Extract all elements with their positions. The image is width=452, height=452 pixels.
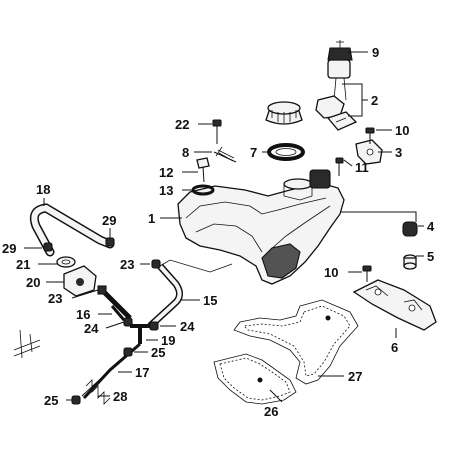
screw-10-lower [362,265,372,282]
callout-25-lower: 25 [44,393,58,408]
callout-17: 17 [135,365,149,380]
tee-fitting-19 [130,321,159,344]
callout-12: 12 [159,165,173,180]
vent-hose-18 [29,203,115,257]
collar-5 [403,254,417,270]
callout-16: 16 [76,307,90,322]
callout-11: 11 [355,160,369,175]
tank-bracket-6 [352,279,437,331]
callout-10-lower: 10 [324,265,338,280]
clamp-29-left [43,242,53,252]
callout-19: 19 [161,333,175,348]
cap-gasket-ring [267,143,305,161]
fuel-cap [265,101,303,125]
callout-3: 3 [395,145,402,160]
callout-7: 7 [250,145,257,160]
callout-22: 22 [175,117,189,132]
callout-15: 15 [203,293,217,308]
callout-9: 9 [372,45,379,60]
fuel-hose-23 [97,285,132,320]
callout-2: 2 [371,93,378,108]
heat-shield-26 [213,353,297,405]
callout-28: 28 [113,389,127,404]
bracket-3 [355,139,383,165]
callout-13: 13 [159,183,173,198]
callout-23-left: 23 [48,291,62,306]
callout-24-left: 24 [84,321,99,336]
callout-24-right: 24 [180,319,195,334]
callout-29-right: 29 [102,213,116,228]
callout-5: 5 [427,249,434,264]
rollover-valve-20 [63,265,97,297]
heat-shield-27 [233,299,359,385]
callout-27: 27 [348,369,362,384]
callout-21: 21 [16,257,30,272]
callout-10-upper: 10 [395,123,409,138]
fuel-hose-16 [110,305,126,321]
screw-10-upper [365,127,375,144]
bolt-11 [335,157,344,176]
callout-18: 18 [36,182,50,197]
callout-29-left: 29 [2,241,16,256]
spring-28 [81,369,111,405]
clip-21 [56,256,76,268]
callout-8: 8 [182,145,189,160]
leader-lines [24,51,424,403]
clamp-23-upper [151,259,161,269]
callout-4: 4 [427,219,435,234]
callout-23-upper: 23 [120,257,134,272]
bolt-8 [213,146,237,163]
clamp-25-lower [71,395,81,405]
callout-20: 20 [26,275,40,290]
callout-numbers: 9 2 10 3 11 7 22 8 12 13 1 4 5 10 6 18 2… [2,45,435,419]
callout-1: 1 [148,211,155,226]
clamp-29-right [105,237,115,247]
hose-15 [147,259,233,329]
bolt-12 [196,157,210,183]
left-small-bracket [13,329,41,359]
callout-26: 26 [264,404,278,419]
callout-25-upper: 25 [151,345,165,360]
callout-6: 6 [391,340,398,355]
bolt-22 [212,119,222,144]
fuel-tank [177,169,345,285]
rubber-mount-4 [402,221,418,237]
